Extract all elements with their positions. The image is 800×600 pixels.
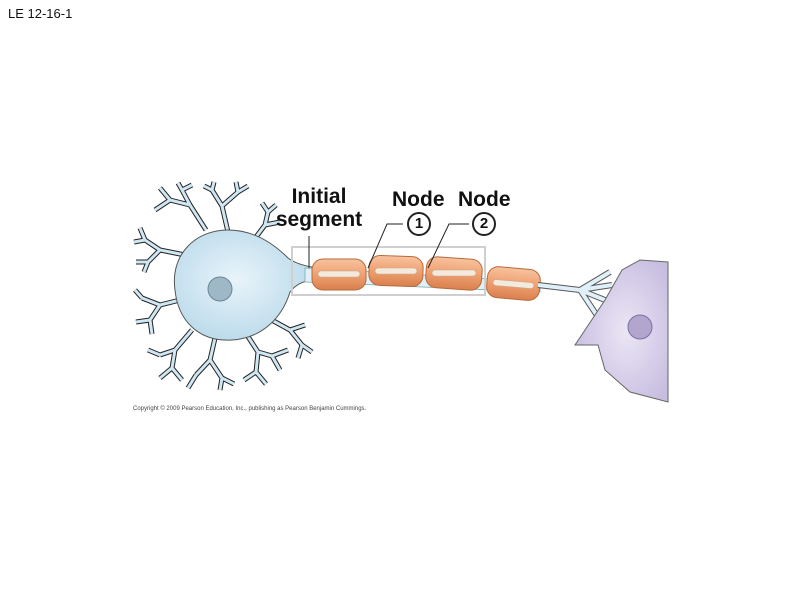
left-neuron-dendrites bbox=[133, 181, 314, 391]
initial-segment-label-line-2: segment bbox=[275, 208, 363, 231]
node-1-label: Node bbox=[392, 188, 445, 211]
slide-title: LE 12-16-1 bbox=[8, 6, 73, 21]
initial-segment-label-line-1: Initial bbox=[291, 185, 347, 208]
leader-lines bbox=[308, 223, 469, 269]
left-nucleus bbox=[207, 276, 233, 302]
highlight-box bbox=[291, 246, 486, 296]
axon-terminals bbox=[537, 269, 613, 322]
myelin-segment-3 bbox=[425, 256, 483, 291]
node-2-number-circle: 2 bbox=[472, 212, 496, 236]
node-2-leader bbox=[427, 223, 469, 269]
myelin-segment-4 bbox=[486, 266, 541, 301]
myelin-sheaths bbox=[311, 254, 541, 301]
right-cell-body bbox=[574, 259, 669, 403]
node-2-label: Node bbox=[458, 188, 511, 211]
node-1-number-circle: 1 bbox=[407, 212, 431, 236]
initial-segment-label: Initial segment bbox=[270, 185, 368, 231]
myelin-segment-2 bbox=[368, 254, 424, 288]
copyright-notice: Copyright © 2009 Pearson Education, Inc.… bbox=[133, 406, 367, 412]
node-1-leader bbox=[367, 223, 403, 269]
myelin-segment-1 bbox=[311, 258, 367, 291]
right-nucleus bbox=[627, 314, 653, 340]
